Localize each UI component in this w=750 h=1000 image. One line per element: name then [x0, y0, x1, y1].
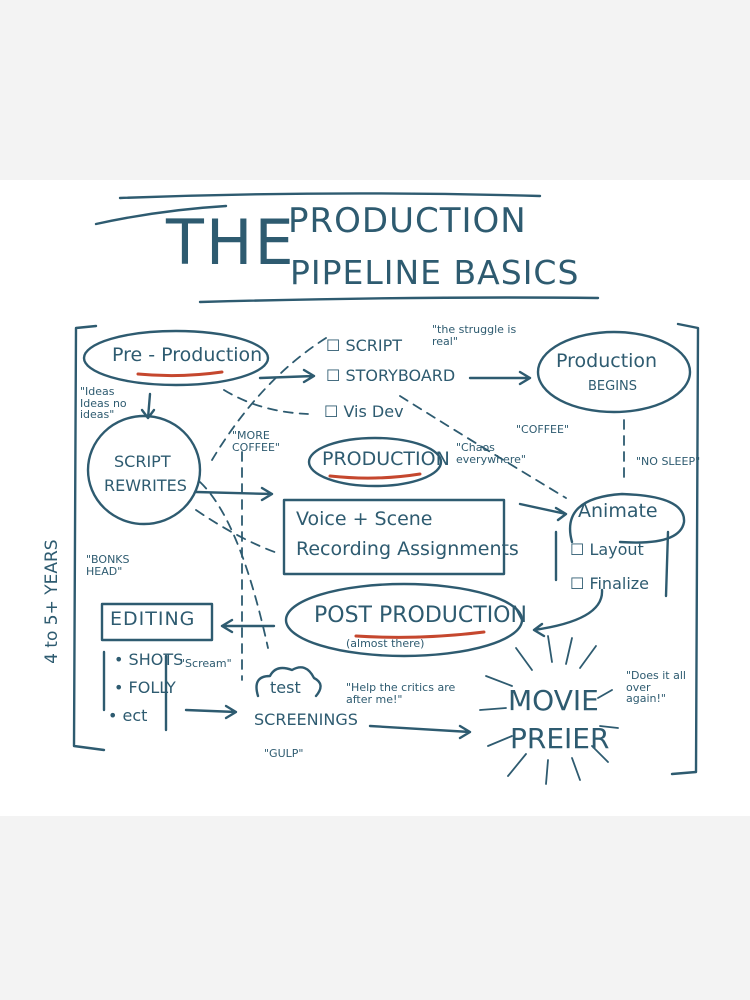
voice-scene-box: [282, 498, 506, 576]
script-item-label: SCRIPT: [345, 336, 403, 355]
coffee-note: "COFFEE": [516, 423, 570, 436]
title-underline: [198, 296, 600, 304]
movie-label: MOVIE: [508, 684, 599, 717]
post-production-ellipse: [284, 582, 524, 658]
scream-note: "Scream": [180, 657, 232, 670]
animate-label: Animate: [578, 500, 658, 522]
pre-production-underline: [136, 370, 224, 378]
diagram-lines: [72, 192, 700, 785]
production-begins-ellipse: [536, 330, 692, 414]
post-production-note: (almost there): [346, 637, 425, 650]
bonks-head-note: "BONKS HEAD": [86, 553, 130, 578]
script-rewrites-subtitle: REWRITES: [104, 476, 187, 495]
folly-item-label: FOLLY: [128, 678, 176, 697]
layout-item: ☐ Layout: [570, 540, 644, 559]
voice-line-2: Recording Assignments: [296, 538, 519, 560]
years-side-label: 4 to 5+ YEARS: [42, 539, 63, 664]
shots-item-label: SHOTS: [128, 650, 184, 669]
editing-box: [100, 602, 214, 642]
dashed-arrows: [195, 337, 625, 681]
editing-list-bars: [102, 650, 168, 732]
voice-line-1: Voice + Scene: [296, 508, 433, 530]
production-underline: [328, 472, 422, 480]
movie-burst: [479, 635, 619, 785]
ect-item-label: ect: [122, 706, 148, 725]
pre-production-label: Pre - Production: [112, 344, 263, 366]
test-cloud: [255, 666, 322, 698]
script-rewrites-title: SCRIPT: [114, 452, 171, 471]
solid-arrows: [140, 368, 604, 740]
title-top-rule: [118, 192, 542, 200]
again-note: "Does it all over again!": [626, 669, 686, 706]
title-the: THE: [166, 206, 296, 279]
ect-item: • ect: [108, 706, 148, 725]
folly-item: • FOLLY: [114, 678, 176, 697]
title-the-crossbar: [94, 204, 228, 226]
critics-note: "Help the critics are after me!": [346, 681, 456, 706]
editing-label: EDITING: [110, 608, 196, 630]
pipeline-artboard: THE PRODUCTION PIPELINE BASICS 4 to 5+ Y…: [0, 180, 750, 816]
script-item: ☐ SCRIPT: [326, 336, 403, 355]
post-production-underline: [354, 630, 486, 639]
finalize-item-label: Finalize: [589, 574, 649, 593]
layout-item-label: Layout: [589, 540, 644, 559]
production-begins-subtitle: BEGINS: [588, 379, 638, 394]
chaos-note: "Chaos everywhere": [456, 441, 526, 466]
no-sleep-note: "NO SLEEP": [636, 455, 701, 468]
title-production: PRODUCTION: [288, 201, 527, 241]
production-label: PRODUCTION: [322, 448, 450, 470]
storyboard-item: ☐ STORYBOARD: [326, 366, 456, 385]
finalize-item: ☐ Finalize: [570, 574, 649, 593]
shots-item: • SHOTS: [114, 650, 184, 669]
test-label: test: [270, 678, 301, 697]
screenings-label: SCREENINGS: [254, 710, 358, 729]
vis-dev-item-label: Vis Dev: [343, 402, 404, 421]
vis-dev-item: ☐ Vis Dev: [324, 402, 404, 421]
ideas-note: "Ideas Ideas no ideas": [80, 385, 127, 422]
title-pipeline-basics: PIPELINE BASICS: [290, 253, 580, 292]
post-production-label: POST PRODUCTION: [314, 603, 527, 628]
right-bracket: [670, 322, 700, 776]
premiere-label: PREIER: [510, 722, 610, 755]
more-coffee-note: "MORE COFFEE": [232, 429, 280, 454]
script-rewrites-circle: [86, 414, 202, 526]
production-ellipse: [307, 436, 443, 488]
gulp-note: "GULP": [264, 747, 304, 760]
production-begins-title: Production: [556, 350, 658, 372]
left-bracket: [72, 324, 106, 752]
storyboard-item-label: STORYBOARD: [345, 366, 456, 385]
pre-production-ellipse: [82, 329, 270, 387]
animate-list-bars: [554, 530, 670, 598]
struggle-note: "the struggle is real": [432, 323, 517, 348]
